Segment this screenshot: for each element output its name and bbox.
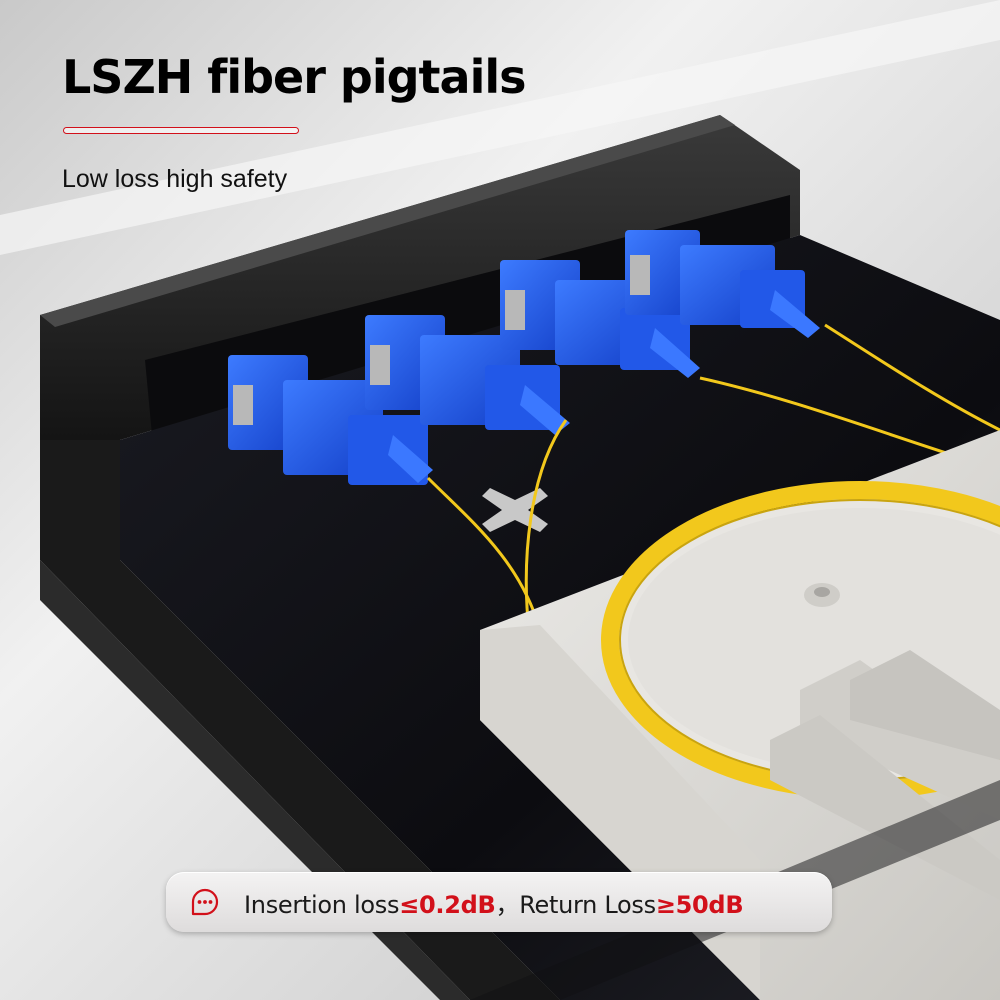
chat-bubble-icon	[191, 888, 219, 916]
sc-adapters	[228, 230, 820, 485]
title-underline-divider	[63, 127, 299, 134]
page-title: LSZH fiber pigtails	[62, 50, 526, 104]
spec-banner: Insertion loss≤0.2dB，Return Loss≥50dB	[166, 872, 832, 932]
return-loss-label: Return Loss	[519, 890, 656, 919]
spec-separator: ，	[495, 890, 520, 919]
return-loss-value: ≥50dB	[655, 890, 744, 919]
spec-text: Insertion loss≤0.2dB，Return Loss≥50dB	[244, 885, 744, 920]
insertion-loss-label: Insertion loss	[244, 890, 400, 919]
insertion-loss-value: ≤0.2dB	[399, 890, 496, 919]
subtitle: Low loss high safety	[62, 165, 288, 193]
